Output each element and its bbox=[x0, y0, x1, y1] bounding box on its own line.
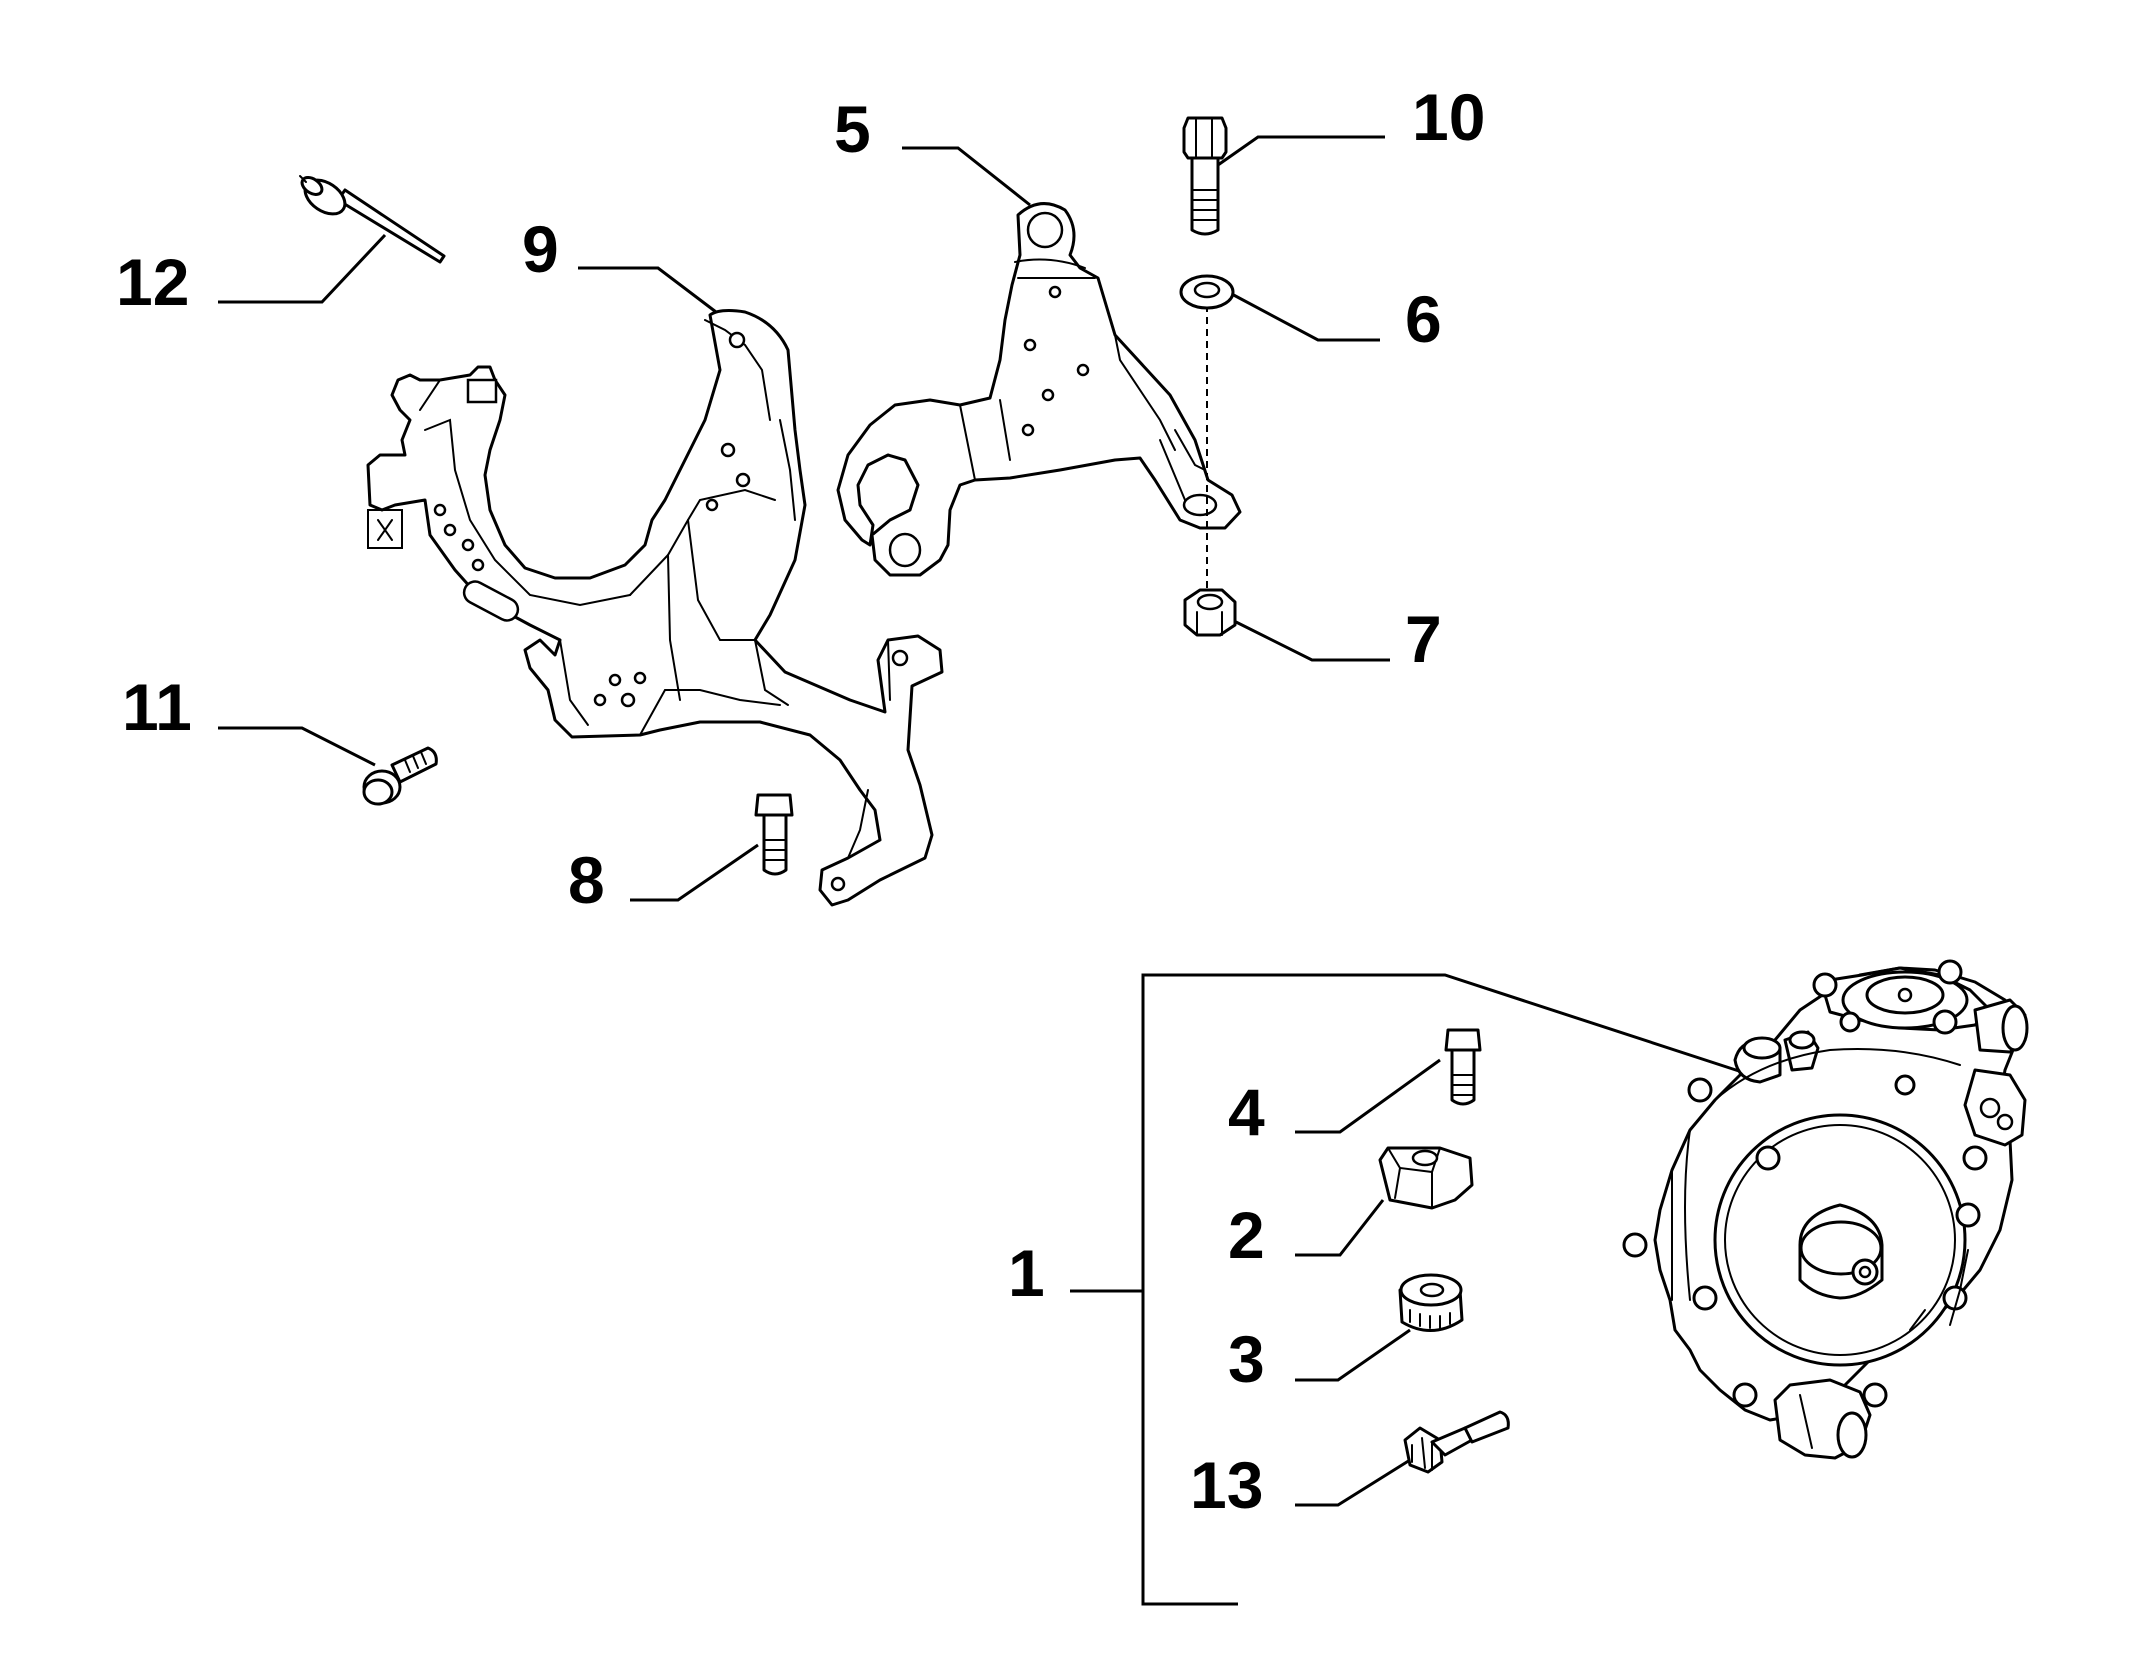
leader-10 bbox=[1217, 135, 1385, 167]
leader-4 bbox=[1295, 1058, 1441, 1134]
leader-8 bbox=[630, 843, 759, 902]
leader-6 bbox=[1227, 290, 1380, 342]
callout-1: 1 bbox=[1008, 1236, 1045, 1310]
part-3-grommet bbox=[1398, 1273, 1464, 1332]
callout-12: 12 bbox=[116, 245, 189, 319]
callout-13: 13 bbox=[1190, 1448, 1263, 1522]
part-13-sensor bbox=[1403, 1410, 1510, 1474]
part-4-bolt bbox=[1444, 1028, 1482, 1106]
leader-3 bbox=[1295, 1328, 1411, 1382]
part-10-bolt bbox=[1182, 116, 1228, 236]
part-8-bolt bbox=[754, 793, 794, 876]
leader-9 bbox=[578, 266, 721, 317]
bracket-1-shape bbox=[1141, 973, 1743, 1606]
leader-2 bbox=[1295, 1199, 1385, 1257]
callout-8: 8 bbox=[568, 843, 605, 917]
leader-12 bbox=[218, 233, 387, 304]
callout-10: 10 bbox=[1412, 80, 1485, 154]
callout-7: 7 bbox=[1405, 602, 1442, 676]
callout-6: 6 bbox=[1405, 282, 1442, 356]
callout-3: 3 bbox=[1228, 1322, 1265, 1396]
leader-7 bbox=[1227, 616, 1390, 662]
part-11-flange-bolt bbox=[362, 746, 438, 806]
callout-2: 2 bbox=[1228, 1198, 1265, 1272]
callout-5: 5 bbox=[834, 92, 871, 166]
callout-9: 9 bbox=[522, 212, 559, 286]
part-7-nut bbox=[1183, 588, 1237, 637]
part-6-washer bbox=[1179, 274, 1235, 310]
leader-lines bbox=[218, 135, 1743, 1606]
callout-11: 11 bbox=[122, 670, 192, 744]
leader-13 bbox=[1295, 1458, 1411, 1507]
part-12-push-rivet bbox=[299, 175, 446, 264]
leader-11 bbox=[218, 726, 376, 767]
part-9-main-bracket bbox=[366, 309, 944, 907]
part-1-pressure-reducer bbox=[1622, 959, 2029, 1460]
part-2-mount-block bbox=[1378, 1146, 1474, 1210]
part-5-support-bracket bbox=[836, 202, 1242, 577]
callout-4: 4 bbox=[1228, 1075, 1265, 1149]
leader-5 bbox=[902, 146, 1031, 207]
